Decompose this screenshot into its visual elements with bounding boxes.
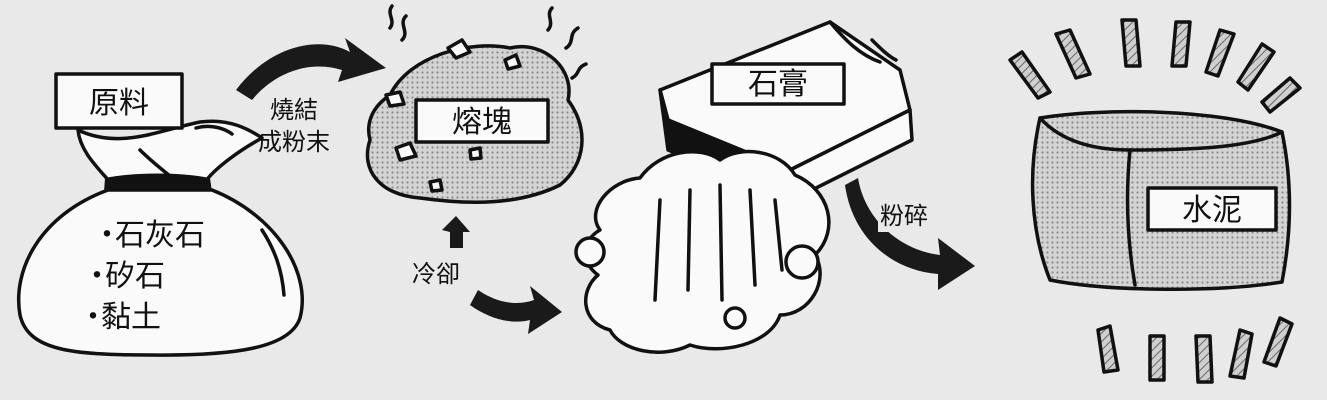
powder-cloud-shape (583, 149, 831, 354)
cement-label-box (1146, 186, 1278, 232)
clinker-chunk (446, 38, 472, 60)
clinker-chunk (394, 141, 418, 162)
sack-fold (194, 124, 234, 136)
raw-item-bullet: ・ (92, 218, 122, 253)
cement-label: 水泥 (1182, 193, 1242, 228)
radiance-stroke (1008, 50, 1052, 100)
radiance-stroke (1170, 20, 1192, 68)
sinter-step-label-line1: 燒結 (270, 96, 318, 124)
raw-item-bullet: ・ (82, 259, 112, 294)
heat-squiggle (400, 14, 408, 42)
sack-body (17, 188, 304, 357)
cool-arrow (442, 216, 562, 334)
gypsum-label-box (710, 62, 846, 106)
radiance-stroke (1228, 328, 1254, 380)
radiance-stroke (1120, 18, 1142, 68)
grind-arrow (845, 178, 975, 290)
radiance-stroke (1236, 42, 1276, 92)
up-arrow-icon (442, 216, 470, 248)
raw-material-label-box (54, 72, 184, 130)
raw-material-sack: 原料 ・ 石灰石 ・ 矽石 ・ 黏土 (17, 72, 304, 357)
powder-cloud (574, 149, 831, 354)
sack-fold (138, 148, 172, 178)
sinter-step-label-line2: 成粉末 (258, 128, 330, 156)
powder-puff (723, 306, 747, 330)
sinter-arrow (236, 38, 386, 100)
curved-arrow-icon (845, 178, 975, 290)
falling-powder-line (686, 188, 692, 292)
sack-top (76, 119, 264, 184)
heat-squiggle (570, 62, 588, 80)
raw-item-limestone: 石灰石 (115, 218, 205, 253)
gypsum-fold (870, 38, 898, 62)
heat-squiggle (546, 6, 554, 32)
radiance-stroke (1204, 28, 1236, 78)
radiance-stroke (1148, 334, 1166, 382)
falling-powder-line (748, 188, 757, 287)
cement-bag: 水泥 (1030, 109, 1292, 291)
clinker-chunk (468, 146, 483, 161)
radiance-stroke (1096, 324, 1120, 374)
clinker-label-box (414, 98, 550, 144)
grind-label-bg (878, 196, 970, 232)
radiance-stroke (1194, 334, 1214, 384)
clinker-pile: 熔塊 (365, 4, 588, 204)
gypsum-label: 石膏 (748, 67, 808, 102)
cement-bag-seam (1125, 148, 1137, 287)
clinker-chunk (384, 90, 406, 108)
raw-item-silica: 矽石 (105, 259, 165, 294)
sack-tie (104, 173, 212, 192)
curved-arrow-icon (470, 286, 562, 334)
clinker-label: 熔塊 (452, 105, 512, 140)
falling-powder-line (653, 198, 662, 302)
gypsum-block: 石膏 (658, 20, 914, 202)
raw-item-bullet: ・ (78, 300, 108, 335)
raw-material-label: 原料 (89, 86, 149, 121)
falling-powder-line (773, 198, 784, 272)
raw-item-clay: 黏土 (101, 300, 161, 335)
radiance-stroke (1262, 316, 1294, 368)
clinker-chunk (428, 178, 444, 193)
powder-puff (574, 236, 606, 268)
grind-step-label: 粉碎 (880, 202, 928, 230)
radiance-stroke (1054, 28, 1092, 80)
clinker-chunk (503, 53, 522, 71)
cement-radiance-strokes (1008, 18, 1302, 384)
heat-squiggle (388, 4, 394, 30)
heat-squiggle (564, 26, 580, 50)
cool-step-label: 冷卻 (412, 260, 460, 288)
radiance-stroke (1260, 76, 1302, 114)
sack-fold (260, 228, 286, 297)
curved-arrow-icon (236, 38, 386, 100)
falling-powder-line (718, 183, 724, 302)
gypsum-fold (828, 20, 882, 64)
powder-puff (784, 244, 820, 280)
